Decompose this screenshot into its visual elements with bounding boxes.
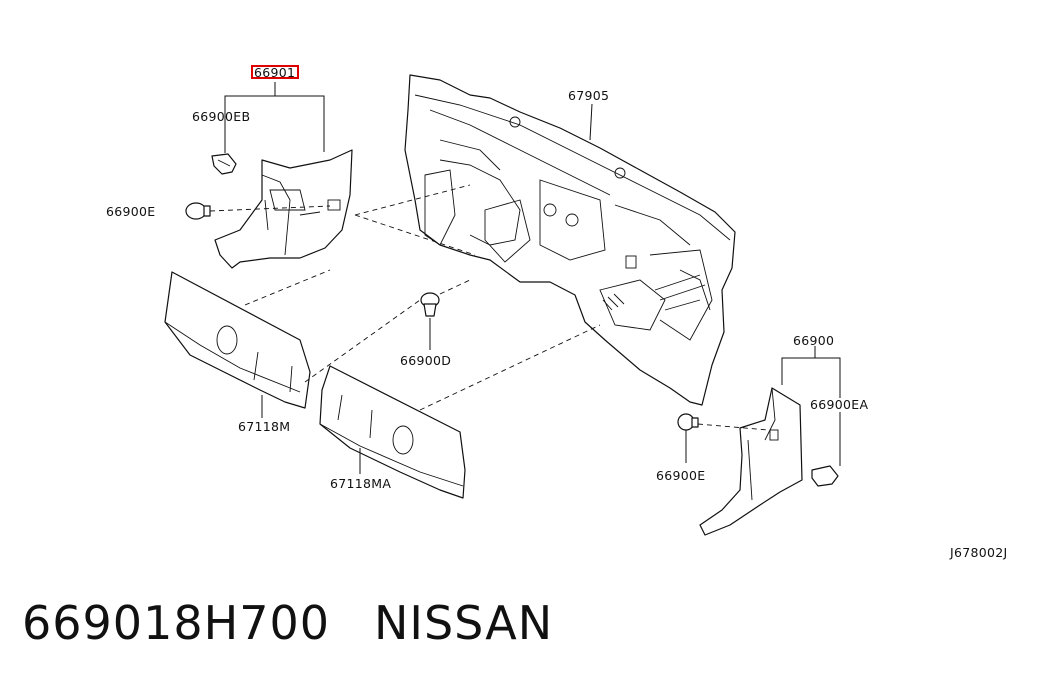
clip-66900D (420, 292, 440, 317)
part-number: 669018H700 (22, 596, 330, 650)
callout-67905: 67905 (568, 88, 609, 103)
clip-66900E-left (185, 202, 211, 220)
diagram-code: J678002J (949, 545, 1008, 560)
dash-66900E-right (697, 423, 769, 431)
callout-66900D: 66900D (400, 353, 451, 368)
callout-66901: 66901 (254, 65, 295, 80)
callout-66900EB: 66900EB (192, 109, 250, 124)
dash-66900E-left (209, 205, 331, 212)
callout-66900E-left: 66900E (106, 204, 155, 219)
highlight-box (251, 65, 299, 79)
leader-66901-bracket (224, 95, 325, 152)
right-side-trim-66900 (699, 387, 803, 536)
caption: 669018H700 NISSAN (22, 596, 597, 650)
callout-67118MA: 67118MA (330, 476, 391, 491)
callout-66900: 66900 (793, 333, 834, 348)
clip-66900E-right (677, 413, 699, 431)
floor-insulator-67118MA (319, 365, 466, 499)
left-side-trim-66901 (214, 149, 353, 269)
brand-name: NISSAN (374, 596, 554, 650)
callout-66900EA: 66900EA (810, 397, 868, 412)
assembly-dashed-lines (244, 184, 601, 411)
leader-66900-bracket (781, 357, 841, 398)
callout-67118M: 67118M (238, 419, 290, 434)
clip-66900EB (211, 153, 237, 175)
floor-insulator-67118M (164, 271, 311, 409)
callout-66900E-right: 66900E (656, 468, 705, 483)
clip-66900EA (811, 465, 839, 487)
dash-insulator-67905 (404, 74, 736, 406)
leader-67905 (589, 103, 593, 141)
